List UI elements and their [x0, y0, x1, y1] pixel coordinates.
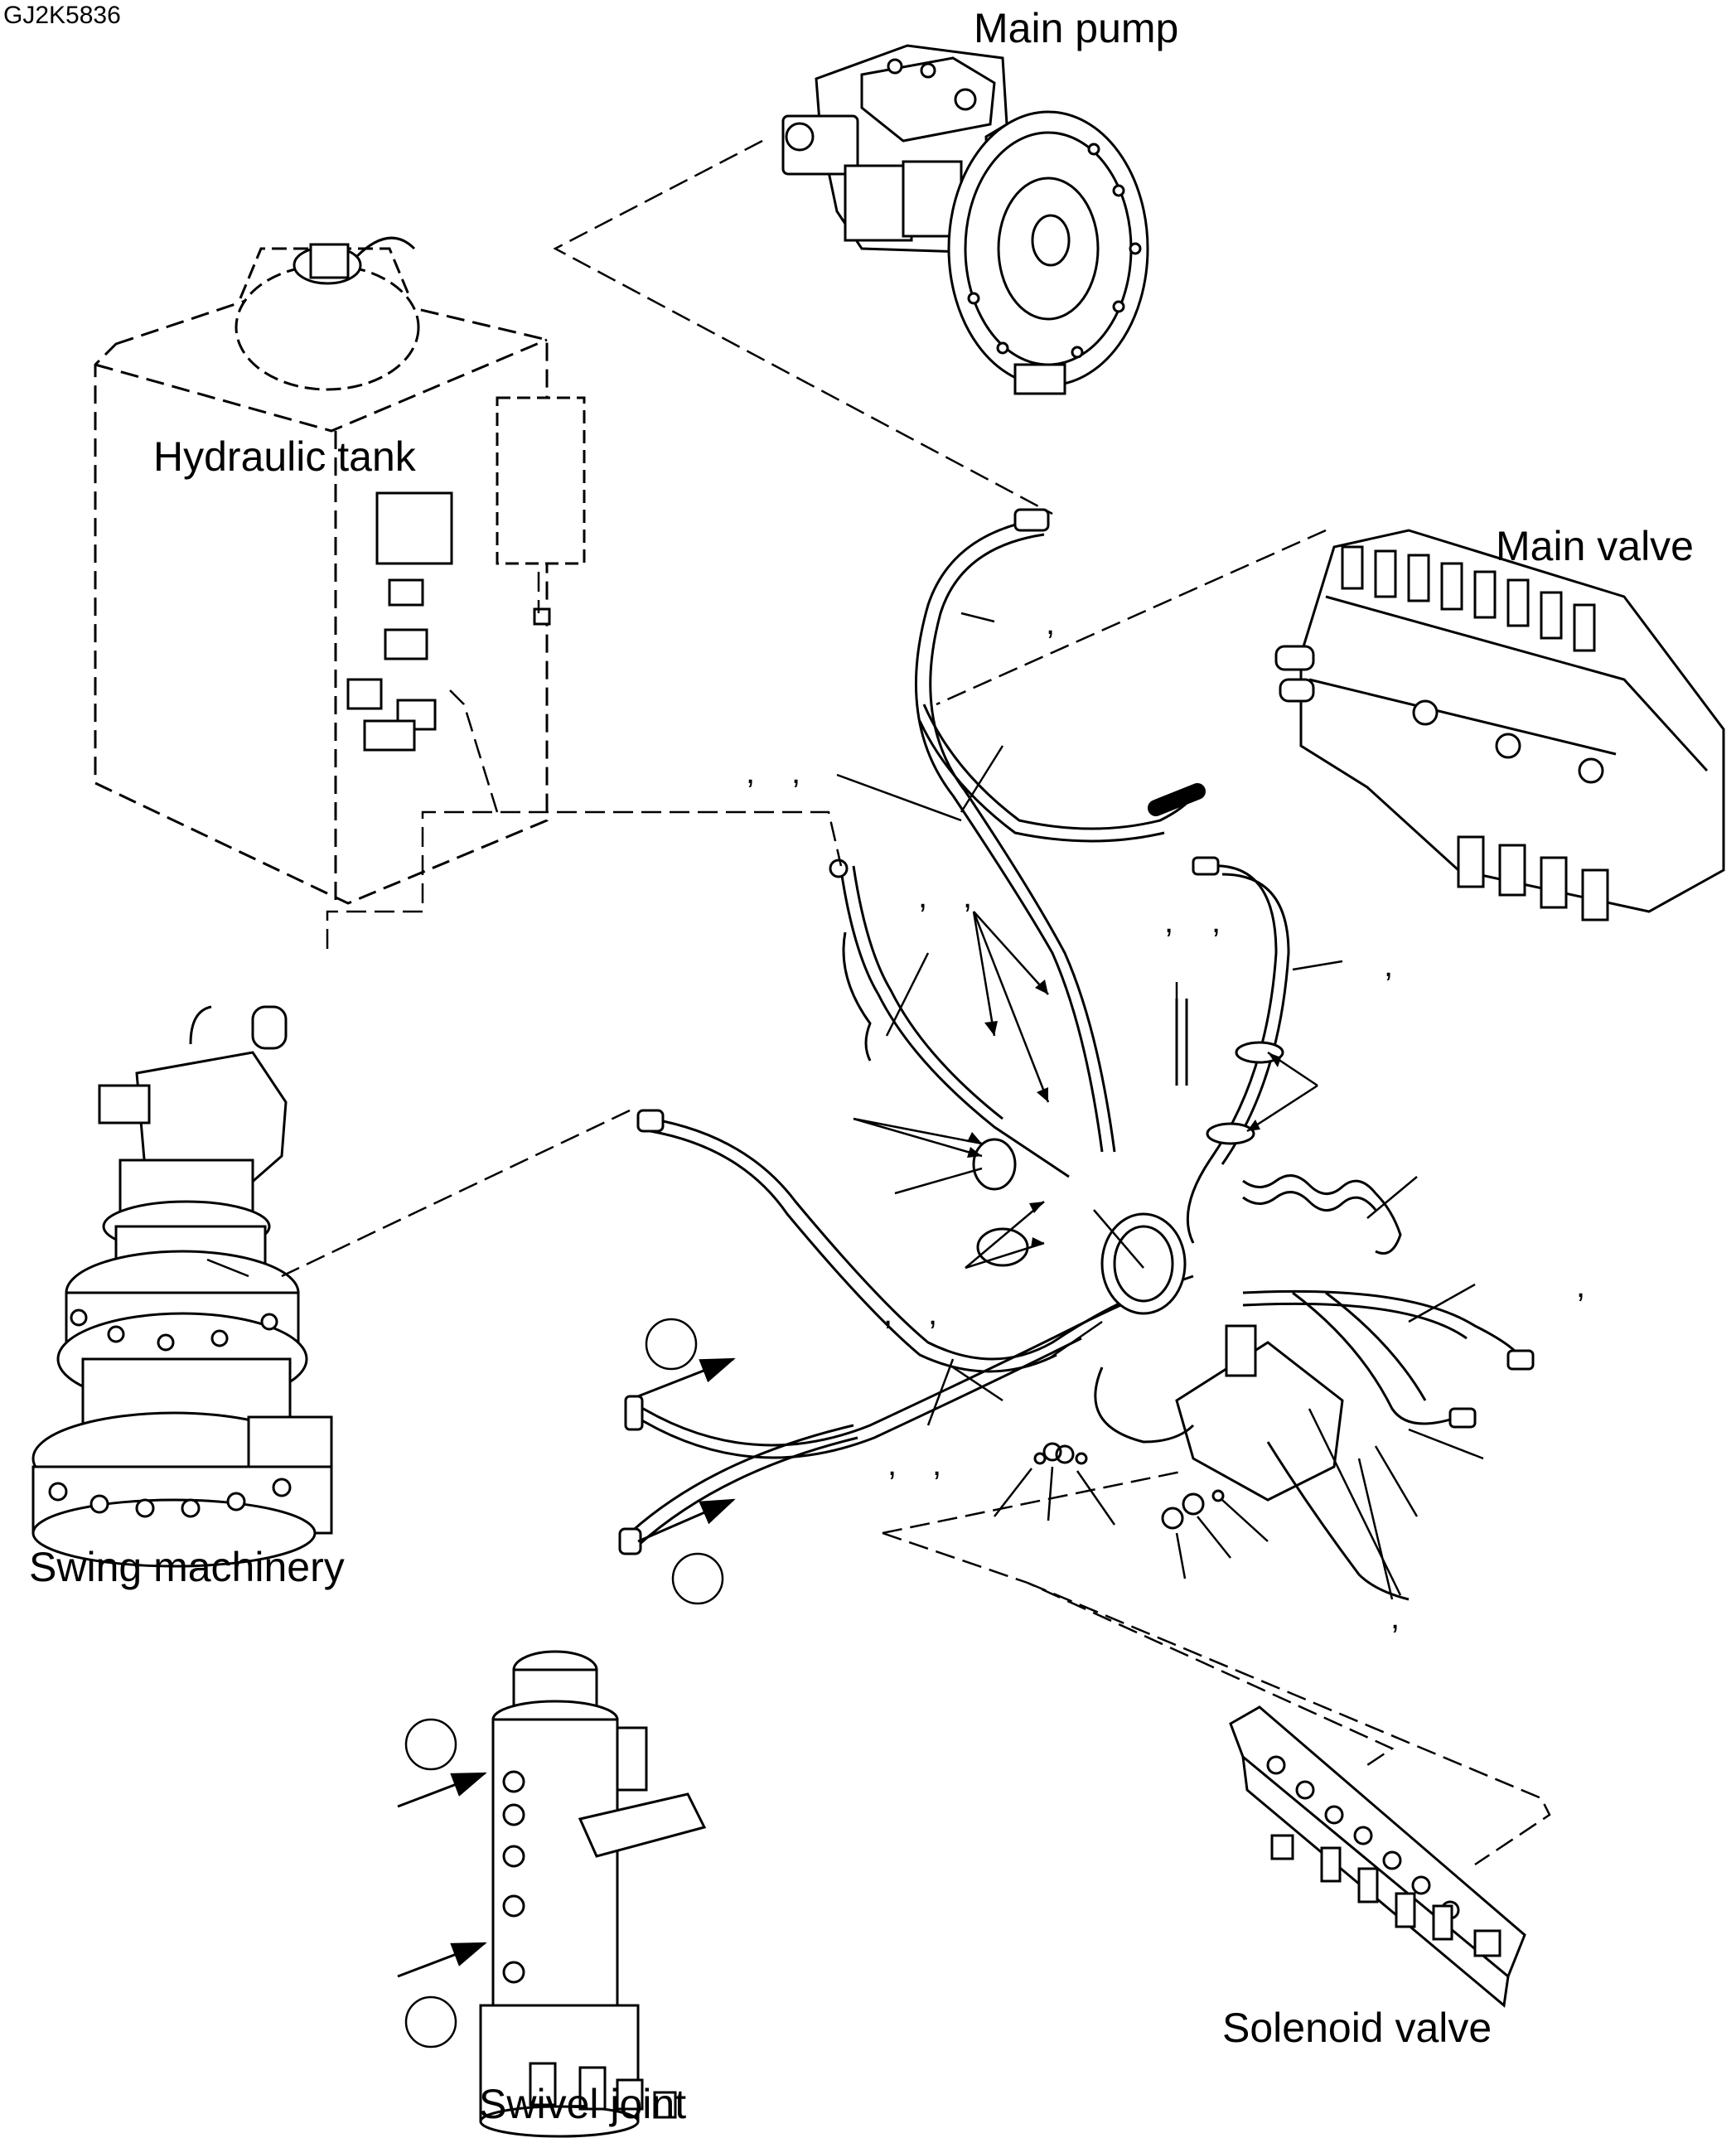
hose-assembly [618, 508, 1535, 1601]
hydraulic-tank-drawing [94, 236, 586, 905]
connection-lines [281, 139, 1551, 1866]
callout-comma: , [963, 878, 972, 915]
callout-comma: , [1576, 1268, 1585, 1304]
leader-lines [206, 612, 1484, 1600]
callout-comma: , [918, 878, 927, 915]
callout-comma: , [1211, 903, 1221, 940]
callout-comma: , [887, 1446, 897, 1483]
label-main-valve: Main valve [1496, 523, 1694, 569]
callout-comma: , [1384, 947, 1393, 984]
label-main-pump: Main pump [974, 5, 1179, 51]
view-arrows [397, 1357, 736, 1978]
callout-comma: , [1164, 903, 1173, 940]
callout-comma: , [791, 754, 800, 791]
callout-comma: , [746, 754, 755, 791]
callout-comma: , [928, 1295, 937, 1332]
main-valve-drawing [1274, 529, 1725, 921]
callout-comma: , [883, 1295, 892, 1332]
label-swivel-joint: Swivel joint [479, 2081, 687, 2127]
label-solenoid-valve: Solenoid valve [1222, 2005, 1492, 2051]
swing-machinery-drawing [31, 1005, 333, 1568]
view-circle-c [404, 1718, 457, 1771]
view-circles [404, 1318, 724, 2049]
solenoid-valve-drawing [1229, 1705, 1526, 2008]
callout-comma: , [932, 1446, 941, 1483]
swivel-joint-drawing [479, 1650, 707, 2138]
view-circle-d [404, 1995, 457, 2049]
label-hydraulic-tank: Hydraulic tank [153, 433, 416, 480]
label-swing-machinery: Swing machinery [29, 1544, 345, 1590]
view-circle-a [645, 1318, 698, 1371]
callout-comma: , [1390, 1599, 1400, 1636]
figure-id: GJ2K5836 [3, 2, 121, 29]
callout-comma: , [1046, 605, 1055, 641]
main-pump-drawing [781, 44, 1149, 395]
leader-arrowheads [967, 980, 1281, 1248]
view-circle-b [671, 1552, 724, 1605]
callout-separators: , , , , , , , , , , , , , , [746, 605, 1585, 1636]
